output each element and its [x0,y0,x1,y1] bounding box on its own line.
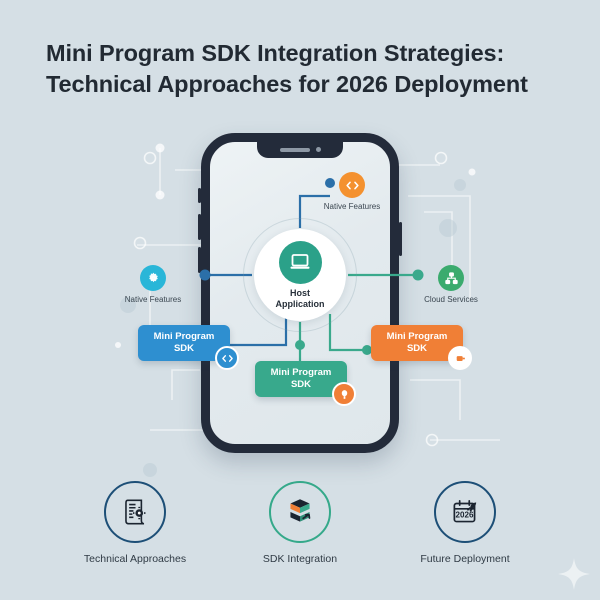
sdk-badge-line2: SDK [173,343,195,354]
volume-up-button[interactable] [198,214,201,240]
plug-icon [448,346,472,370]
hub-halo-ring [243,218,357,332]
mini-program-sdk-badge-green[interactable]: Mini Program SDK [255,361,356,406]
mute-switch-button[interactable] [198,188,201,203]
front-camera-icon [315,147,321,152]
mini-program-sdk-badge-blue[interactable]: Mini Program SDK [138,325,239,370]
feature-label: Future Deployment [420,553,510,565]
laptop-icon [278,240,322,284]
satellite-native-features-left[interactable]: Native Features [105,265,201,304]
sdk-badge-line1: Mini Program [386,331,448,342]
phone-notch [257,141,343,158]
code-brackets-icon [339,172,365,198]
plug-icon [332,382,356,406]
mini-program-sdk-badge-orange[interactable]: Mini Program SDK [371,325,472,370]
page-title: Mini Program SDK Integration Strategies:… [46,38,566,100]
sdk-badge-line1: Mini Program [270,367,332,378]
feature-sdk-integration[interactable]: SDK Integration [225,481,375,565]
sdk-badge-line2: SDK [290,379,312,390]
feature-future-deployment[interactable]: 2026 Future Deployment [390,481,540,565]
sdk-badge-line2: SDK [406,343,428,354]
sdk-badge-line1: Mini Program [153,331,215,342]
stacked-boxes-arrow-icon [269,481,331,543]
feature-label: SDK Integration [262,553,338,565]
code-brackets-icon [215,346,239,370]
gear-icon [140,265,166,291]
feature-label: Technical Approaches [83,553,187,565]
satellite-label: Native Features [124,295,182,304]
volume-down-button[interactable] [198,247,201,273]
speaker-slot-icon [279,147,310,152]
calendar-rocket-icon: 2026 [434,481,496,543]
satellite-label: Cloud Services [424,295,478,304]
host-application-node[interactable]: Host Application [254,229,346,321]
power-button[interactable] [399,222,402,256]
satellite-label: Native Features [323,202,381,211]
satellite-cloud-services[interactable]: Cloud Services [403,265,499,304]
sparkle-icon [558,558,590,590]
feature-technical-approaches[interactable]: Technical Approaches [60,481,210,565]
calendar-year-text: 2026 [456,511,474,520]
host-application-label: Host Application [275,287,325,309]
document-gear-icon [104,481,166,543]
network-nodes-icon [438,265,464,291]
title-line-2: Technical Approaches for 2026 Deployment [46,71,528,97]
feature-row: Technical Approaches SDK Integration [60,481,540,565]
satellite-native-features-top[interactable]: Native Features [304,172,400,211]
title-line-1: Mini Program SDK Integration Strategies: [46,40,505,66]
